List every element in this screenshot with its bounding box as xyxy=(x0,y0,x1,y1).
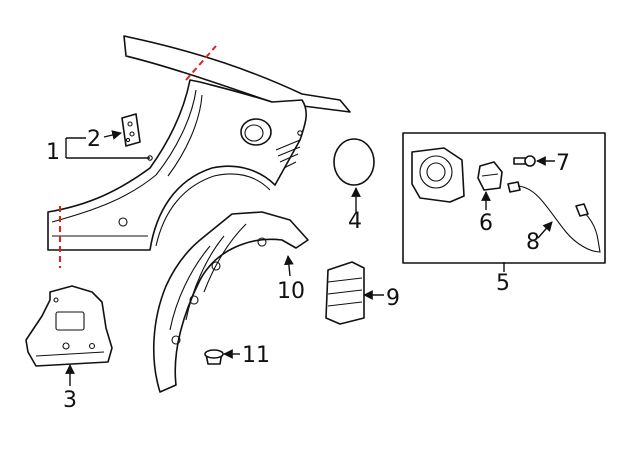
fuel-door xyxy=(333,138,375,186)
bracket xyxy=(121,113,141,147)
leader-lines xyxy=(65,130,555,386)
callout-6: 6 xyxy=(479,211,493,236)
callout-9: 9 xyxy=(386,286,400,311)
fuel-pocket xyxy=(325,261,365,325)
callout-7: 7 xyxy=(556,151,570,176)
callout-2: 2 xyxy=(87,127,101,152)
callout-3: 3 xyxy=(63,388,77,413)
callout-10: 10 xyxy=(277,279,305,304)
lower-panel xyxy=(25,285,113,367)
callout-8: 8 xyxy=(526,230,540,255)
cut-line-upper xyxy=(185,45,217,81)
fuel-door-housing xyxy=(411,147,465,203)
hinge xyxy=(477,161,503,191)
callout-11: 11 xyxy=(242,343,270,368)
callout-5: 5 xyxy=(496,271,510,296)
clip xyxy=(204,349,224,365)
quarter-panel xyxy=(47,35,351,251)
screw xyxy=(513,155,536,167)
callout-4: 4 xyxy=(348,209,362,234)
wheelhouse-liner xyxy=(153,211,309,393)
callout-1: 1 xyxy=(46,140,60,165)
release-cable xyxy=(507,181,601,253)
